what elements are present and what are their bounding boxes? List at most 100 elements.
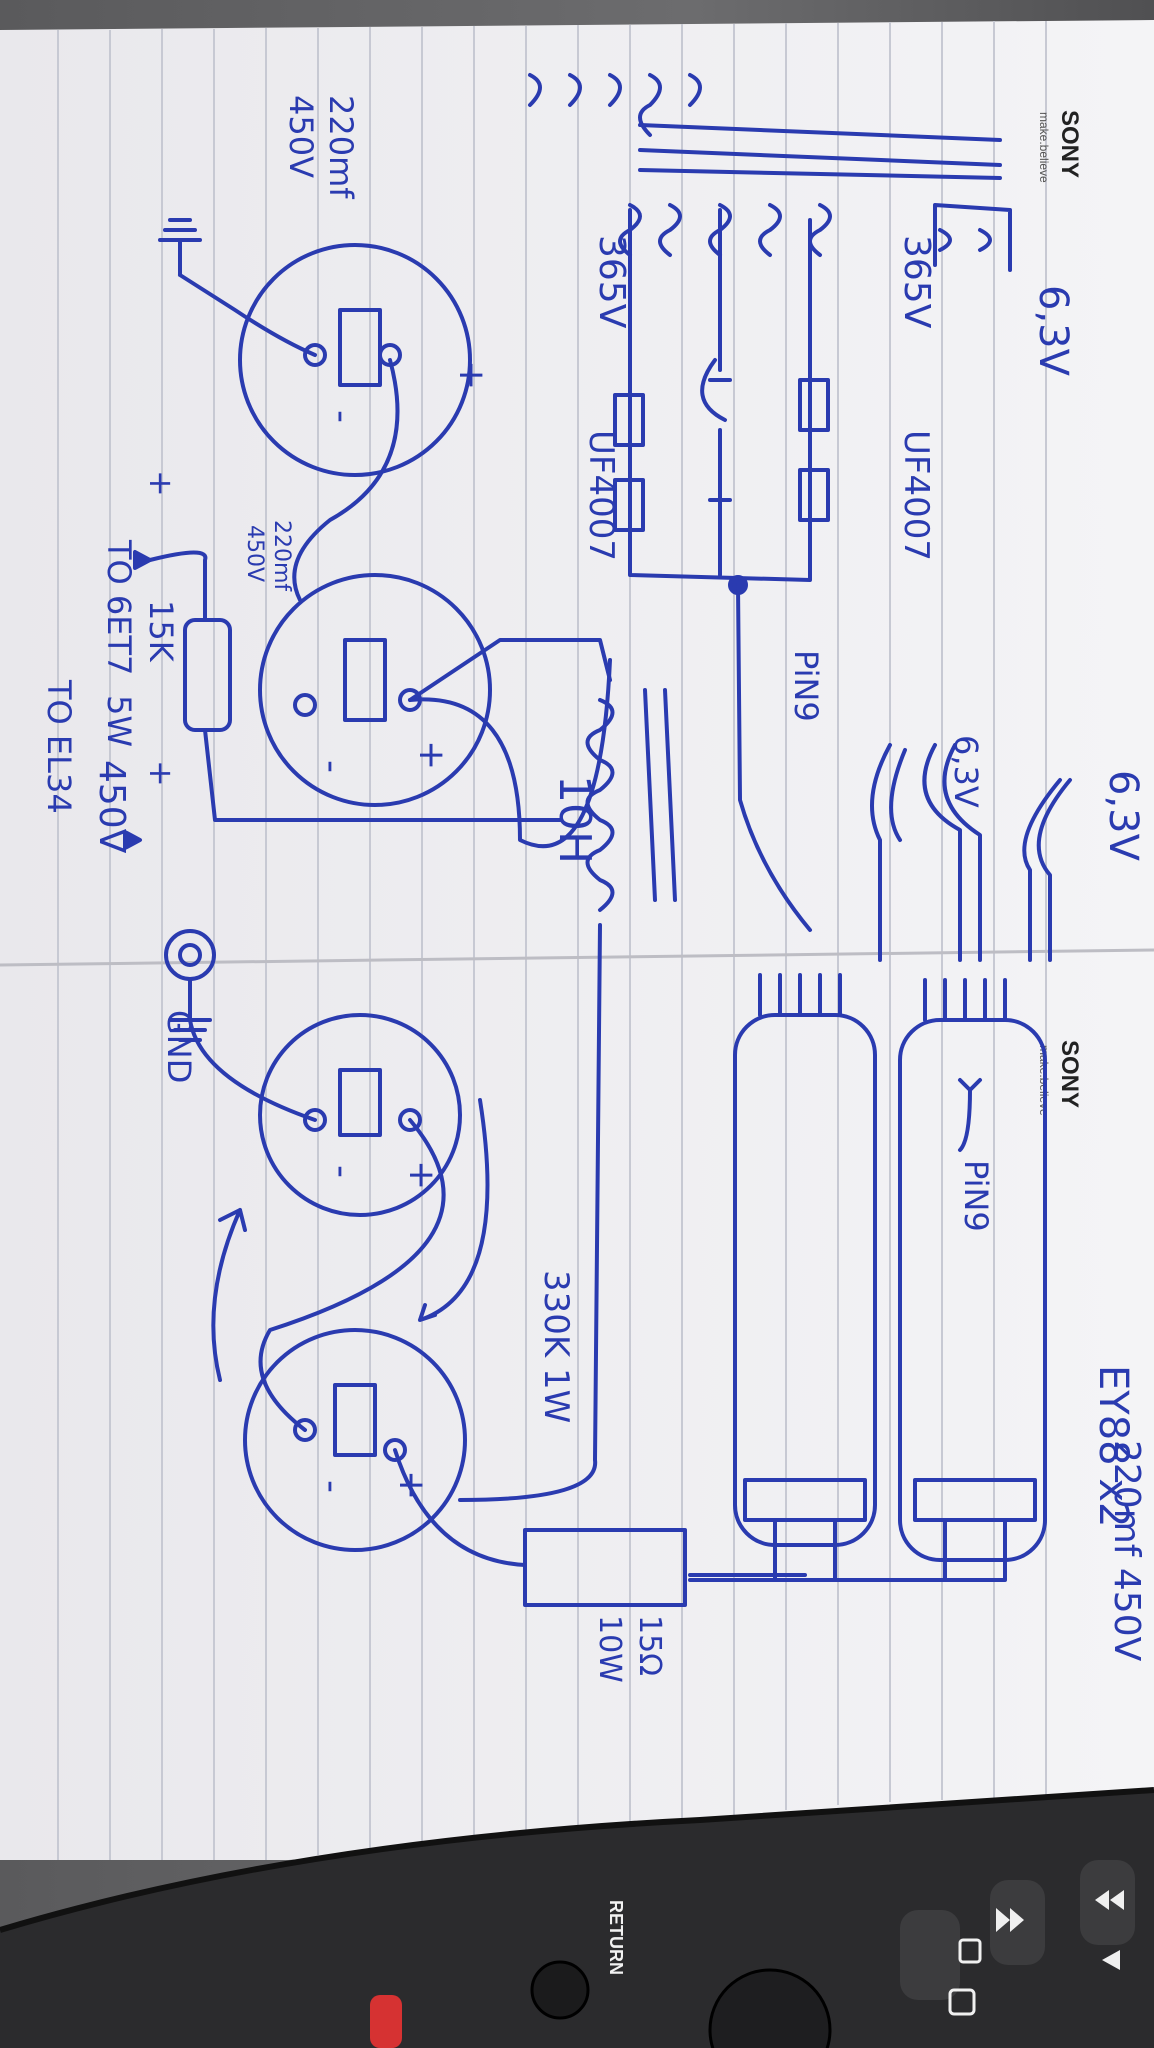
notebook-paper: SONY make.believe SONY make.believe xyxy=(0,20,1154,1860)
lead-pin9 xyxy=(736,583,812,932)
heater-leads-3 xyxy=(870,743,907,962)
play-icon xyxy=(1102,1950,1120,1970)
diode-bottom-1 xyxy=(613,393,645,447)
square-icon-2 xyxy=(958,1938,982,1964)
label-450v: 450V xyxy=(91,760,132,854)
remote-body xyxy=(0,1790,1154,2048)
out1-plus: + xyxy=(142,470,180,497)
arrow-to-6e xyxy=(133,550,152,570)
cap4-terminal-pos xyxy=(383,1438,407,1462)
return-label: RETURN xyxy=(606,1900,626,1975)
cap4-plus: + xyxy=(391,1470,432,1500)
tube-link xyxy=(688,1573,977,1582)
remote-button-red[interactable] xyxy=(370,1995,402,2048)
label-15r-power: 10W xyxy=(592,1615,627,1683)
cap3-minus: - xyxy=(321,1165,362,1178)
tagline-top: make.believe xyxy=(1037,112,1051,183)
cap2-plus: + xyxy=(411,740,452,770)
tv-remote: RETURN xyxy=(0,1787,1154,2048)
cap2-minus: - xyxy=(311,760,352,773)
label-tube: EY88 x2 xyxy=(1090,1365,1136,1527)
cap3-terminal-neg xyxy=(303,1108,327,1132)
schematic-labels: 6,3V 365V 365V UF4007 UF4007 PiN9 6,3V 6… xyxy=(40,95,1147,1683)
remote-button-round[interactable] xyxy=(530,1960,590,2020)
cap1-minus: - xyxy=(321,410,362,423)
diode-top-1 xyxy=(798,378,830,432)
remote-button-left[interactable] xyxy=(900,1910,960,2000)
tube-ey88-2 xyxy=(898,1018,1047,1562)
resistor-15r xyxy=(523,1528,687,1607)
cap3-lead xyxy=(188,1018,317,1122)
schematic-drawing xyxy=(123,73,1072,1607)
tube2-pins xyxy=(923,978,1007,1022)
heater-leads-1 xyxy=(922,743,982,962)
cap4-terminal-neg xyxy=(293,1418,317,1442)
brand-top: SONY xyxy=(1056,110,1083,178)
label-pin-2: PiN9 xyxy=(957,1160,995,1232)
cap1-resistor xyxy=(338,308,382,387)
arrow-to-el34 xyxy=(123,830,142,850)
wire-choke-in xyxy=(408,638,612,702)
square-icon-1 xyxy=(948,1988,976,2016)
capacitor-4 xyxy=(243,1328,467,1552)
arrow-pin9 xyxy=(958,1078,982,1152)
label-secondary-top: 365V xyxy=(896,235,937,329)
cap3-resistor xyxy=(338,1068,382,1137)
tube-ey88-1 xyxy=(733,1013,877,1547)
arrow-330k xyxy=(418,1098,490,1322)
diode-top-2 xyxy=(798,468,830,522)
cap2-resistor xyxy=(343,638,387,722)
out2-plus: + xyxy=(142,760,180,787)
ground-top xyxy=(158,218,317,357)
label-heater-mid: 6,3V xyxy=(947,735,985,808)
capacitor-3 xyxy=(258,1013,462,1217)
rewind-icon xyxy=(1095,1890,1124,1910)
wire-cap3-cap4 xyxy=(258,1118,446,1432)
gnd-jack-inner xyxy=(178,943,202,967)
label-diode-bottom: UF4007 xyxy=(581,430,621,561)
cap3-terminal-pos xyxy=(398,1108,422,1132)
label-secondary-bottom: 365V xyxy=(591,235,632,329)
cap4-resistor xyxy=(333,1383,377,1457)
label-diode-top: UF4007 xyxy=(896,430,936,561)
diode-mid xyxy=(700,358,732,502)
label-15k: 15K xyxy=(142,600,180,663)
label-cap-pair: 220mf 450V xyxy=(1106,1440,1147,1662)
brand-bottom: SONY xyxy=(1056,1040,1083,1108)
label-gnd: GND xyxy=(160,1010,198,1083)
choke-10h xyxy=(585,698,615,912)
label-to-el34: TO EL34 xyxy=(40,679,78,814)
tube1-pins xyxy=(758,973,842,1017)
label-15r: 15Ω xyxy=(632,1615,667,1676)
label-pin-1: PiN9 xyxy=(787,650,825,722)
label-cap2-a: 220mf xyxy=(269,520,294,592)
label-cap1-b: 450V xyxy=(282,95,320,178)
capacitor-1 xyxy=(238,243,472,477)
cap1-terminal-neg xyxy=(303,343,327,367)
wire-caps xyxy=(292,358,612,849)
skip-icon xyxy=(996,1906,1024,1934)
cap1-plus: + xyxy=(451,360,492,390)
label-cap2-b: 450V xyxy=(242,525,267,582)
rectifier-bridge xyxy=(628,208,812,582)
resistor-15k-leads xyxy=(148,550,562,822)
resistor-15k xyxy=(183,618,232,732)
label-to-6e: TO 6ET7 xyxy=(100,539,138,675)
remote-button-dpad[interactable] xyxy=(708,1968,832,2048)
label-cap1-a: 220mf xyxy=(322,95,360,199)
transformer-core xyxy=(638,123,1002,180)
capacitor-2 xyxy=(258,573,492,807)
choke-out xyxy=(458,923,602,1502)
label-choke: 10H xyxy=(549,775,600,864)
tube2-base xyxy=(913,1478,1037,1582)
resistor-15r-lead xyxy=(393,1448,527,1567)
label-330k: 330K 1W xyxy=(536,1270,576,1423)
label-heater-right: 6,3V xyxy=(1100,770,1146,862)
label-15k-power: 5W xyxy=(100,695,138,747)
label-heater-top: 6,3V xyxy=(1030,285,1076,377)
cap3-plus: + xyxy=(401,1160,442,1190)
heater-leads-2 xyxy=(1022,778,1072,962)
remote-edge xyxy=(0,1787,1154,1933)
cap2-terminal-neg xyxy=(293,693,317,717)
